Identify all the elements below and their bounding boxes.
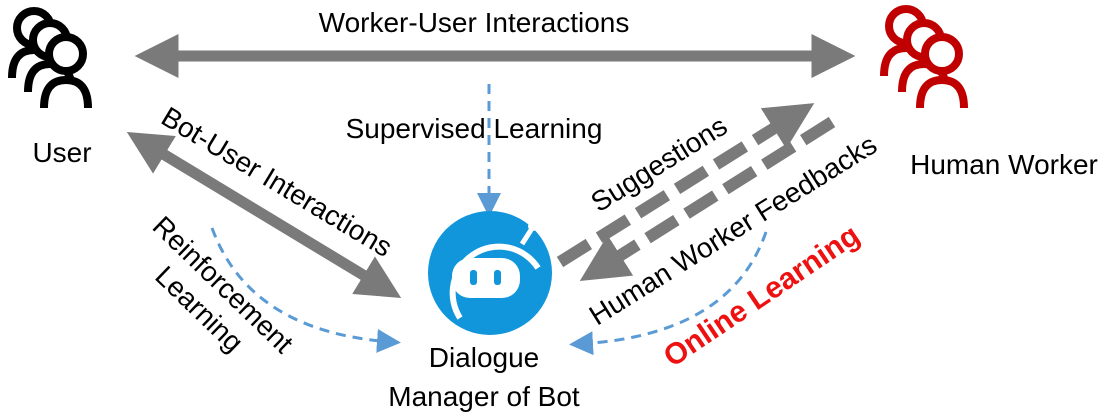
reinforcement-label: Reinforcement Learning	[147, 210, 300, 359]
worker-user-label: Worker-User Interactions	[319, 7, 630, 38]
supervised-label: Supervised Learning	[346, 113, 603, 144]
reinforcement-arrow	[210, 227, 401, 353]
online-arrow	[569, 231, 768, 356]
dialogue-manager-label-line1: Dialogue	[429, 342, 540, 373]
feedback-arrow	[579, 116, 836, 281]
bot-user-arrow	[126, 132, 402, 298]
dialogue-manager-label-line2: Manager of Bot	[388, 381, 580, 412]
worker-icon	[880, 5, 968, 109]
bot-icon	[428, 211, 552, 335]
user-label: User	[32, 137, 91, 168]
user-icon	[8, 7, 92, 109]
human-worker-label: Human Worker	[910, 149, 1098, 180]
